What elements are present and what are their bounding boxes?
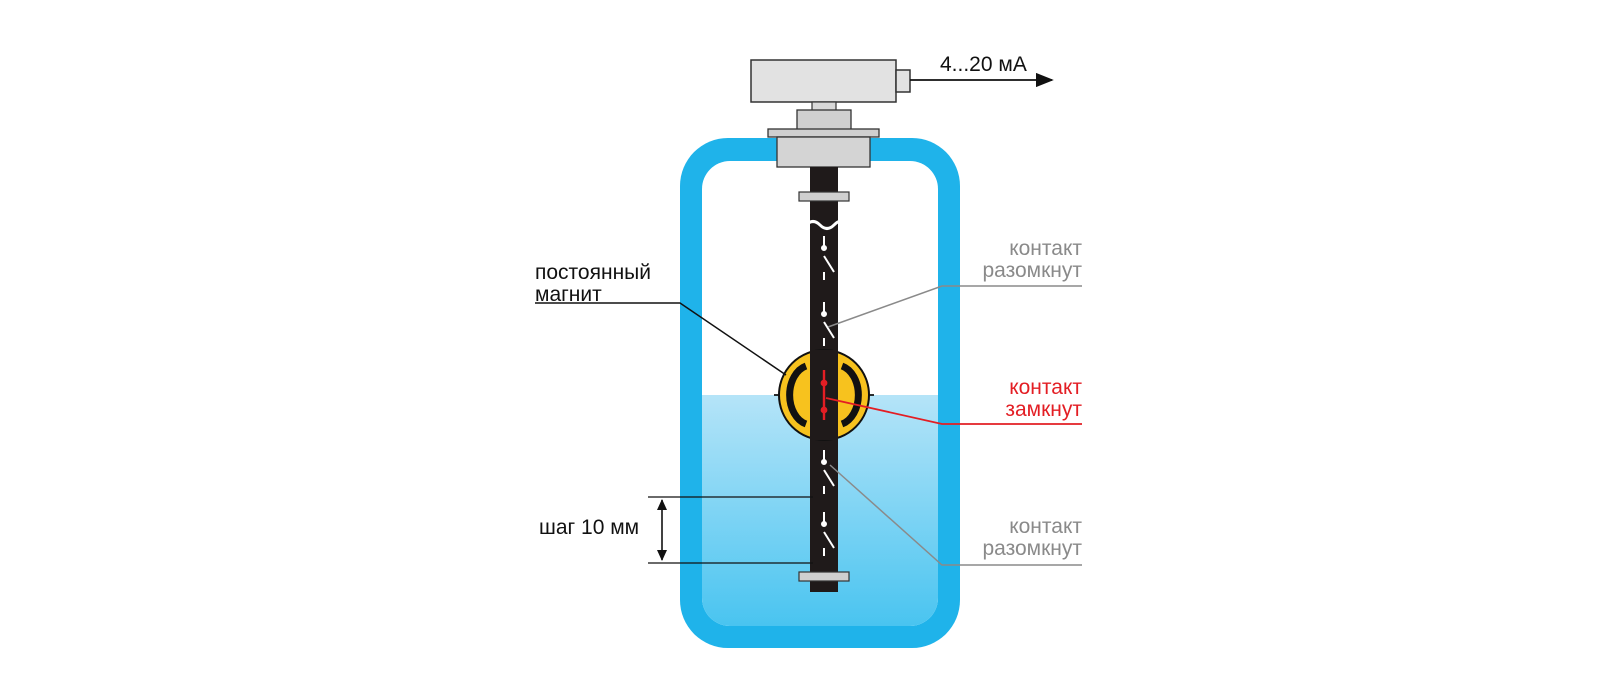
transmitter-housing (750, 59, 897, 103)
signal-output-label: 4...20 мА (940, 53, 1027, 76)
contact-closed-leader (825, 397, 1082, 425)
rod-break-mark (804, 220, 844, 230)
reed-switch-closed (820, 370, 828, 420)
mounting-nut (776, 136, 871, 168)
rod-collar-top (798, 191, 850, 202)
magnet-label-line1: постоянный (535, 261, 651, 284)
reed-switch-open (821, 236, 835, 280)
rod-collar-bottom (798, 571, 850, 582)
reed-switch-open (821, 450, 835, 494)
reed-switch-open (821, 512, 835, 556)
step-arrowhead-down (657, 550, 667, 561)
contact-open-bottom-leader (829, 464, 1082, 566)
contact-closed-label-line1: контакт (1009, 376, 1082, 399)
contact-open-bottom-label-line1: контакт (1009, 515, 1082, 538)
contact-open-bottom-label-line2: разомкнут (982, 537, 1082, 560)
magnet-label-line2: магнит (535, 283, 602, 306)
contact-closed-label-line2: замкнут (1005, 398, 1082, 421)
contact-open-top-label-line1: контакт (1009, 237, 1082, 260)
output-connector (895, 69, 911, 93)
mounting-flange (767, 128, 880, 138)
step-label: шаг 10 мм (539, 516, 639, 539)
magnet-leader-line (535, 302, 787, 376)
housing-collar (796, 109, 852, 131)
contact-open-top-label-line2: разомкнут (982, 259, 1082, 282)
contact-open-top-leader (827, 285, 1082, 328)
reed-switch-open (821, 302, 835, 346)
step-arrowhead-up (657, 499, 667, 510)
